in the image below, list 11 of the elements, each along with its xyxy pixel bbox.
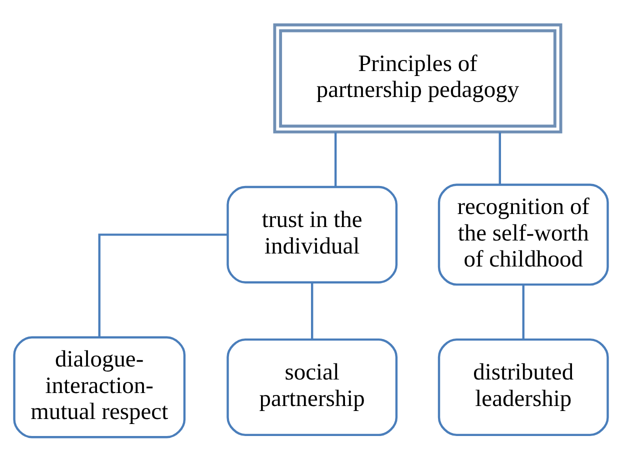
- connector: [311, 282, 314, 340]
- connector: [498, 132, 501, 184]
- node-box: dialogue-interaction-mutual respect: [13, 336, 186, 438]
- node-box: social partnership: [226, 338, 398, 436]
- node-box: Principles of partnership pedagogy: [273, 23, 562, 134]
- connector: [522, 284, 524, 340]
- node-box: recognition of the self-worth of childhood: [438, 184, 609, 286]
- connector: [334, 132, 337, 187]
- node-box: trust in the individual: [226, 186, 398, 284]
- node-box: distributed leadership: [438, 338, 609, 436]
- connector: [98, 234, 228, 338]
